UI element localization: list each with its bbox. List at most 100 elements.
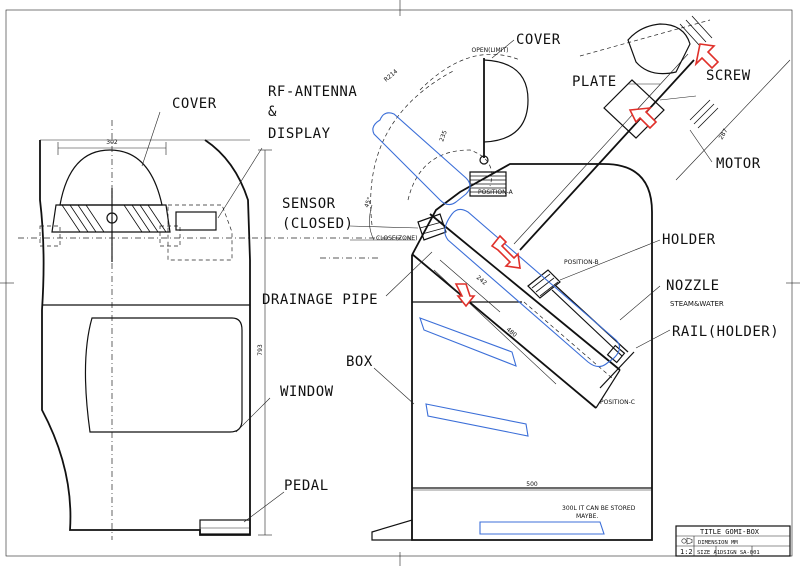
nozzle-tip — [606, 344, 626, 364]
nozzle-rod-inner — [551, 289, 623, 357]
rail-end-cap — [599, 351, 635, 389]
label-window: WINDOW — [280, 384, 334, 400]
motor-hatch — [679, 15, 713, 47]
label-holder: HOLDER — [662, 232, 716, 248]
dim-45-text: 45° — [363, 196, 373, 208]
label-sensor-closed: (CLOSED) — [282, 216, 353, 232]
label-display: DISPLAY — [268, 126, 331, 142]
motor-arrow — [694, 43, 720, 70]
right-side-view: 500 OPEN(LIMIT) R214 235 45° CLOSE(ZONE) — [320, 15, 791, 541]
motor-housing — [627, 23, 691, 75]
label-steam-water: STEAM&WATER — [670, 300, 724, 308]
label-nozzle: NOZZLE — [666, 278, 720, 294]
label-sensor: SENSOR — [282, 196, 336, 212]
projection-cone-icon — [686, 537, 693, 545]
lid-hinge-hatch — [470, 175, 506, 193]
window-outline — [84, 317, 243, 433]
bottle-box-2 — [425, 403, 529, 437]
leader-cover-top — [491, 39, 515, 59]
screw-dashed-guide — [579, 19, 711, 57]
motion-arrows — [454, 43, 720, 308]
stored-note-1: 300L IT CAN BE STORED — [562, 505, 636, 512]
holder-hatch — [531, 273, 559, 297]
box-outline — [411, 163, 653, 541]
lead-screw-edge — [513, 53, 689, 245]
open-limit-text: OPEN(LIMIT) — [471, 47, 508, 54]
bottle-position-b — [444, 208, 621, 368]
design-text: DSIGN SA-001 — [720, 550, 760, 556]
bottle-box-1 — [419, 317, 517, 367]
label-drainage-pipe: DRAINAGE PIPE — [262, 292, 378, 308]
leader-rf-antenna — [217, 147, 263, 219]
chute-lower-wall — [411, 253, 597, 409]
label-rf-antenna: RF-ANTENNA — [268, 84, 357, 100]
leader-pedal — [243, 491, 285, 523]
display-box — [167, 204, 233, 261]
holder-motion-arrow — [490, 234, 521, 269]
dim-235-text: 235 — [438, 129, 449, 142]
stored-note-2: MAYBE. — [576, 513, 598, 520]
leader-rail — [635, 329, 671, 349]
angle-arc — [369, 204, 375, 241]
left-bracket — [39, 225, 61, 247]
screw-housing — [603, 79, 665, 139]
leader-screw — [659, 95, 697, 101]
dim-242-line — [439, 259, 501, 313]
dim-302-text: 302 — [106, 139, 118, 146]
label-motor: MOTOR — [716, 156, 761, 172]
cover-dome — [59, 149, 163, 206]
scale-text: 1:2 — [680, 548, 693, 556]
cover-hinge — [479, 155, 489, 165]
open-cover-dome — [483, 59, 529, 143]
leader-nozzle — [619, 285, 661, 321]
dimension-text: DIMENSION MM — [698, 540, 738, 546]
pedal-body — [199, 519, 251, 535]
dim-500-text: 500 — [526, 481, 538, 488]
chute-upper-wall — [429, 213, 621, 371]
dim-480-line — [433, 269, 557, 385]
label-box: BOX — [346, 354, 373, 370]
bottle-outlines — [372, 112, 621, 535]
dim-287-text: 287 — [718, 127, 730, 141]
screw-hatch — [689, 99, 719, 129]
box-foot — [371, 519, 413, 541]
position-a-text: POSITION-A — [478, 189, 514, 196]
label-plate: PLATE — [572, 74, 617, 90]
left-body-outline — [39, 139, 251, 536]
title-text: TITLE GOMI-BOX — [700, 528, 760, 536]
bottle-box-3 — [479, 521, 605, 535]
label-pedal: PEDAL — [284, 478, 329, 494]
display-screen — [175, 211, 217, 231]
dim-480-text: 480 — [505, 326, 518, 339]
label-rail-holder: RAIL(HOLDER) — [672, 324, 779, 340]
drop-arrow — [454, 283, 476, 308]
left-front-view: 302 793 — [18, 120, 410, 540]
screw-arrow — [628, 106, 658, 130]
label-rf-and: & — [268, 104, 277, 120]
chute-end — [595, 369, 621, 409]
swing-arc-outer — [370, 69, 456, 226]
leader-cover-left — [141, 111, 161, 167]
label-cover-top: COVER — [516, 32, 561, 48]
size-text: SIZE A1 — [697, 550, 720, 556]
title-block: TITLE GOMI-BOX DIMENSION MM 1:2 SIZE A1 … — [675, 525, 791, 557]
leader-sensor — [349, 225, 419, 229]
leader-motor — [689, 129, 713, 163]
bottle-position-a — [372, 112, 471, 206]
label-cover-left: COVER — [172, 96, 217, 112]
leader-holder — [559, 239, 661, 281]
right-bracket — [159, 225, 181, 247]
dim-793-text: 793 — [257, 344, 264, 356]
cover-base — [51, 204, 171, 233]
dim-r214-text: R214 — [383, 68, 400, 84]
label-screw: SCREW — [706, 68, 751, 84]
position-b-text: POSITION-B — [564, 259, 599, 266]
cover-hatching — [61, 204, 167, 233]
lead-screw — [519, 59, 695, 251]
position-c-text: POSITION-C — [600, 399, 635, 406]
swing-arc-r214 — [419, 53, 521, 91]
leader-window — [235, 397, 271, 433]
leader-box — [373, 367, 415, 405]
close-zone-text: CLOSE(ZONE) — [376, 235, 417, 242]
